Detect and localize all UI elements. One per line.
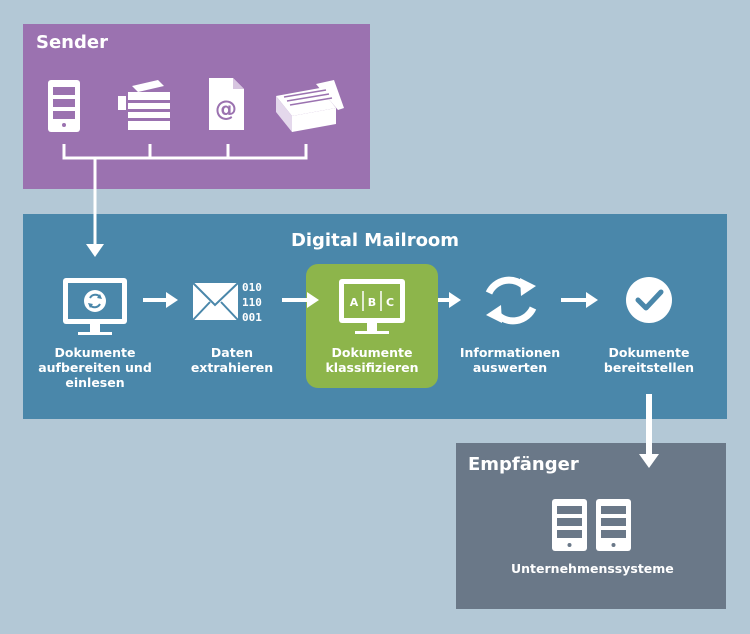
step-label-auswerten: Informationen auswerten [459,345,561,375]
abc-letter-b: B [368,296,376,309]
step-label-aufbereiten: Dokumente aufbereiten und einlesen [38,345,152,390]
abc-letter-a: A [350,296,359,309]
empfaenger-panel: Empfänger [456,443,726,609]
arrow-right-icon [561,292,598,308]
server-icon [596,499,631,551]
binary-line-1: 010 [242,281,262,294]
server-icon [48,80,80,132]
monitor-abc-icon: A B C [339,279,405,334]
server-icon [552,499,587,551]
sender-title: Sender [36,32,108,53]
step-label-klassifizieren: Dokumente klassifizieren [325,345,419,375]
monitor-refresh-icon [63,278,127,335]
checkmark-icon [626,277,672,323]
envelope-binary-icon: 010 110 001 [192,281,262,324]
svg-text:@: @ [215,97,237,122]
systems-label: Unternehmenssysteme [511,561,674,576]
refresh-icon [485,276,537,325]
binary-line-2: 110 [242,296,262,309]
binary-line-3: 001 [242,311,262,324]
arrow-right-icon [282,292,319,308]
email-file-icon: @ [209,78,244,130]
mailroom-title: Digital Mailroom [290,230,460,251]
empfaenger-title: Empfänger [468,454,579,475]
arrow-down-icon [86,244,104,257]
copier-icon [118,80,170,130]
archive-box-icon [276,80,344,132]
abc-letter-c: C [386,296,394,309]
empfaenger-connector [639,394,659,468]
step-label-extrahieren: Daten extrahieren [190,345,274,375]
step-label-bereitstellen: Dokumente bereitstellen [603,345,695,375]
sender-connector [62,144,308,246]
arrow-right-icon [438,292,461,308]
arrow-right-icon [143,292,178,308]
